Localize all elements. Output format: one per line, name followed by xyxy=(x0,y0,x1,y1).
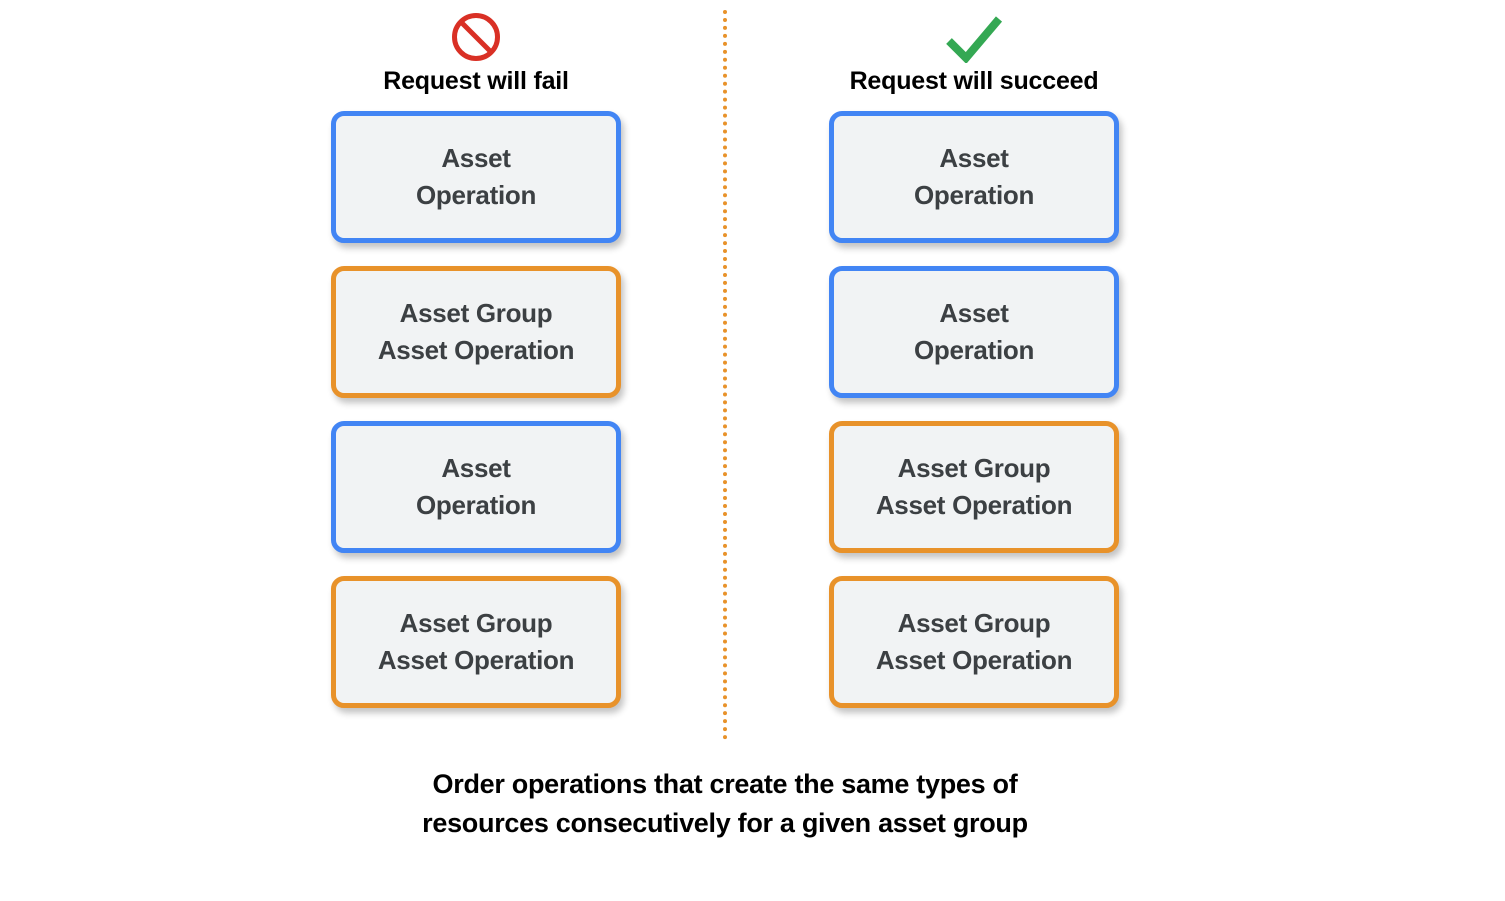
operation-box-label: Asset Group Asset Operation xyxy=(377,298,575,365)
operation-box-asset-group-operation[interactable]: Asset Group Asset Operation xyxy=(829,576,1119,708)
check-icon xyxy=(799,8,1149,66)
column-title-fail: Request will fail xyxy=(383,67,569,95)
operation-box-label: Asset Group Asset Operation xyxy=(377,608,575,675)
column-header-fail: Request will fail xyxy=(301,8,651,96)
operation-box-label: Asset Group Asset Operation xyxy=(875,453,1073,520)
operation-box-asset-group-operation[interactable]: Asset Group Asset Operation xyxy=(829,421,1119,553)
operation-box-asset-group-operation[interactable]: Asset Group Asset Operation xyxy=(331,576,621,708)
operation-box-asset-operation[interactable]: Asset Operation xyxy=(829,266,1119,398)
box-stack-fail: Asset Operation Asset Group Asset Operat… xyxy=(331,111,621,731)
column-title-succeed: Request will succeed xyxy=(849,67,1099,95)
box-stack-succeed: Asset Operation Asset Operation Asset Gr… xyxy=(829,111,1119,731)
operation-box-asset-operation[interactable]: Asset Operation xyxy=(331,421,621,553)
operation-box-label: Asset Group Asset Operation xyxy=(875,608,1073,675)
prohibition-icon xyxy=(301,8,651,66)
operation-box-label: Asset Operation xyxy=(415,143,537,210)
operation-box-label: Asset Operation xyxy=(415,453,537,520)
operation-box-label: Asset Operation xyxy=(913,298,1035,365)
diagram-caption: Order operations that create the same ty… xyxy=(422,769,1028,838)
operation-box-asset-operation[interactable]: Asset Operation xyxy=(331,111,621,243)
operation-box-asset-operation[interactable]: Asset Operation xyxy=(829,111,1119,243)
column-divider xyxy=(723,10,727,740)
operation-box-asset-group-operation[interactable]: Asset Group Asset Operation xyxy=(331,266,621,398)
column-header-succeed: Request will succeed xyxy=(799,8,1149,96)
operation-box-label: Asset Operation xyxy=(913,143,1035,210)
